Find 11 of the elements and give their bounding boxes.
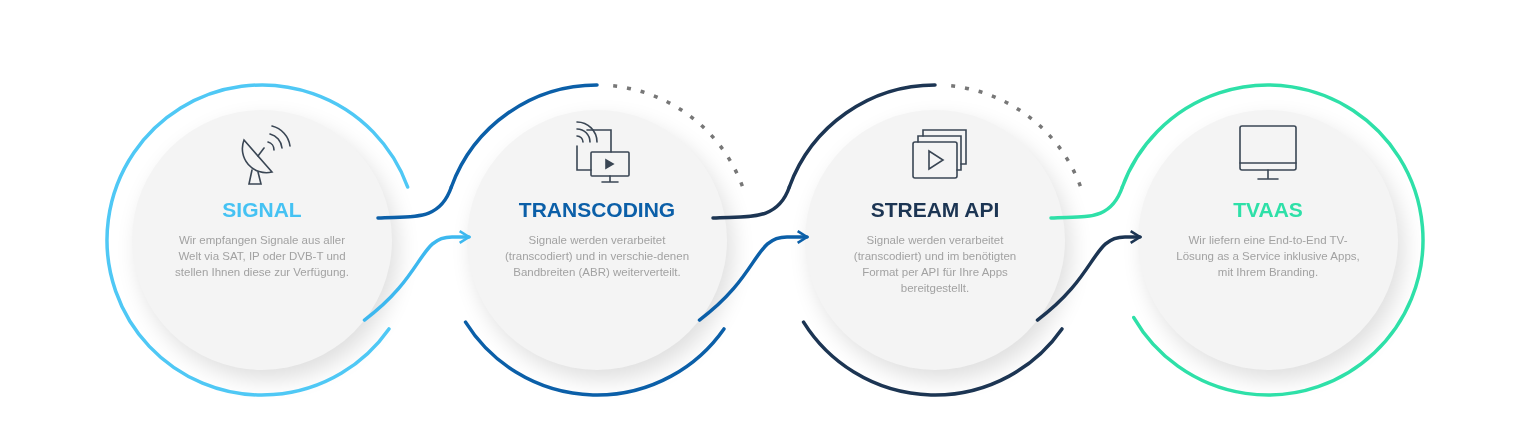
arrow [362, 229, 471, 322]
step-description: Wir liefern eine End-to-End TV-Lösung as a Service inklusive Apps, mit Ihrem Branding. [1175, 233, 1361, 280]
step-description: Signale werden verarbeitet (transcodiert) und im benötigten Format per API für Ihre Apps bereitgestellt. [852, 233, 1018, 296]
step-description: Signale werden verarbeitet (transcodiert) und in verschie-denen Bandbreiten (ABR) weiterverteilt. [504, 233, 690, 280]
step-title: TRANSCODING [518, 198, 676, 222]
step-title: STREAM API [870, 198, 1000, 222]
arrow [1035, 229, 1142, 322]
step-description: Wir empfangen Signale aus aller Welt via SAT, IP oder DVB-T und stellen Ihnen diese zur Verfügung. [174, 233, 350, 280]
arrow [697, 229, 809, 322]
step-title: SIGNAL [222, 198, 302, 222]
step-title: TVAAS [1233, 198, 1303, 222]
